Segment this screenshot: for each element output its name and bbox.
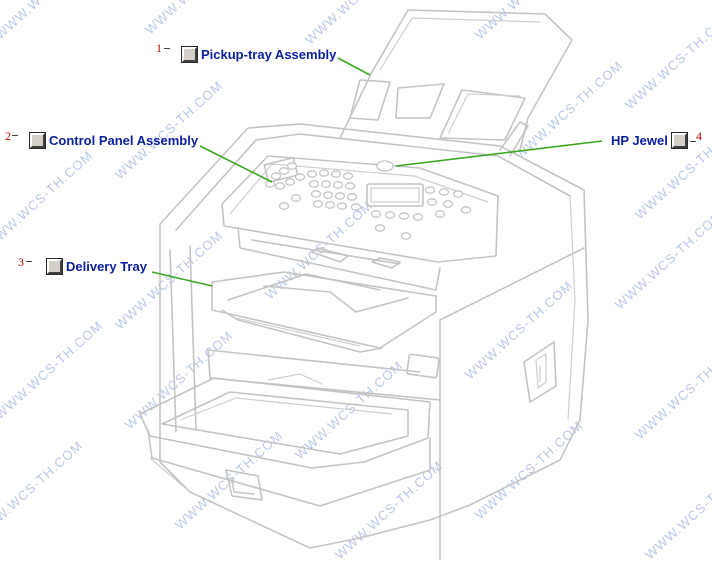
callout-control-panel: 2 Control Panel Assembly — [30, 133, 198, 148]
panel-button-drawing — [308, 171, 317, 177]
panel-button-drawing — [454, 191, 463, 197]
panel-button-drawing — [334, 182, 343, 188]
watermark-text: WWW.WCS-TH.COM — [472, 418, 586, 523]
delivery-tray-label-link[interactable]: Delivery Tray — [66, 259, 147, 274]
callout-number: 1 — [156, 41, 162, 56]
panel-button-drawing — [332, 171, 341, 177]
callout-hp-jewel: HP Jewel 4 — [611, 133, 687, 148]
panel-button-drawing — [286, 179, 295, 185]
panel-button-drawing — [440, 189, 449, 195]
watermark-text: WWW.WCS-TH.COM — [332, 458, 446, 562]
panel-button-drawing — [324, 192, 333, 198]
panel-button-drawing — [272, 173, 281, 179]
panel-button-drawing — [336, 193, 345, 199]
watermark-text: WWW.WCS-TH.COM — [262, 198, 376, 303]
callout-number: 3 — [18, 255, 24, 270]
panel-button-drawing — [352, 204, 361, 210]
panel-button-drawing — [386, 212, 395, 218]
callout-dash — [12, 135, 18, 136]
panel-button-drawing — [428, 199, 437, 205]
panel-button-drawing — [414, 214, 423, 220]
watermark-text: WWW.WCS-TH.COM — [622, 8, 712, 113]
callout-pickup-tray: 1 Pickup-tray Assembly — [182, 47, 336, 62]
watermark-text: WWW.WCS-TH.COM — [0, 0, 106, 42]
watermark-text: WWW.WCS-TH.COM — [112, 228, 226, 333]
panel-button-drawing — [338, 203, 347, 209]
panel-button-drawing — [344, 173, 353, 179]
callout-dash — [164, 48, 170, 49]
panel-button-drawing — [436, 211, 445, 217]
watermark-text: WWW.WCS-TH.COM — [0, 318, 106, 423]
panel-button-drawing — [400, 213, 409, 219]
watermark-text: WWW.WCS-TH.COM — [0, 438, 86, 543]
panel-button-drawing — [444, 201, 453, 207]
panel-button-drawing — [288, 163, 297, 169]
watermark-text: WWW.WCS-TH.COM — [642, 458, 712, 562]
control-panel-label-link[interactable]: Control Panel Assembly — [49, 133, 198, 148]
pickup-tray-toggle-button[interactable] — [182, 47, 197, 62]
panel-button-drawing — [376, 225, 385, 231]
panel-button-drawing — [312, 191, 321, 197]
panel-button-drawing — [276, 183, 285, 189]
panel-button-drawing — [296, 174, 305, 180]
watermark-text: WWW.WCS-TH.COM — [112, 78, 226, 183]
panel-button-drawing — [372, 211, 381, 217]
panel-button-drawing — [280, 168, 289, 174]
pickup-tray-label-link[interactable]: Pickup-tray Assembly — [201, 47, 336, 62]
watermark-text: WWW.WCS-TH.COM — [632, 338, 712, 443]
watermark-text: WWW.WCS-TH.COM — [612, 208, 712, 313]
delivery-tray-toggle-button[interactable] — [47, 259, 62, 274]
panel-button-drawing — [402, 233, 411, 239]
panel-button-drawing — [426, 187, 435, 193]
hp-jewel-label-link[interactable]: HP Jewel — [611, 133, 668, 148]
panel-button-drawing — [346, 183, 355, 189]
callout-dash — [26, 261, 32, 262]
panel-button-drawing — [280, 203, 289, 209]
panel-button-drawing — [292, 195, 301, 201]
watermark-text: WWW.WCS-TH.COM — [512, 58, 626, 163]
callout-number: 4 — [696, 129, 702, 144]
hp-jewel-toggle-button[interactable] — [672, 133, 687, 148]
watermark-text: WWW.WCS-TH.COM — [0, 148, 96, 253]
callout-delivery-tray: 3 Delivery Tray — [47, 259, 147, 274]
panel-button-drawing — [320, 170, 329, 176]
callout-number: 2 — [5, 129, 11, 144]
panel-button-drawing — [314, 201, 323, 207]
panel-button-drawing — [348, 194, 357, 200]
panel-button-drawing — [322, 181, 331, 187]
panel-button-drawing — [326, 202, 335, 208]
watermark-text: WWW.WCS-TH.COM — [462, 278, 576, 383]
watermark-text: WWW.WCS-TH.COM — [142, 0, 256, 37]
panel-button-drawing — [310, 181, 319, 187]
control-panel-toggle-button[interactable] — [30, 133, 45, 148]
panel-button-drawing — [462, 207, 471, 213]
